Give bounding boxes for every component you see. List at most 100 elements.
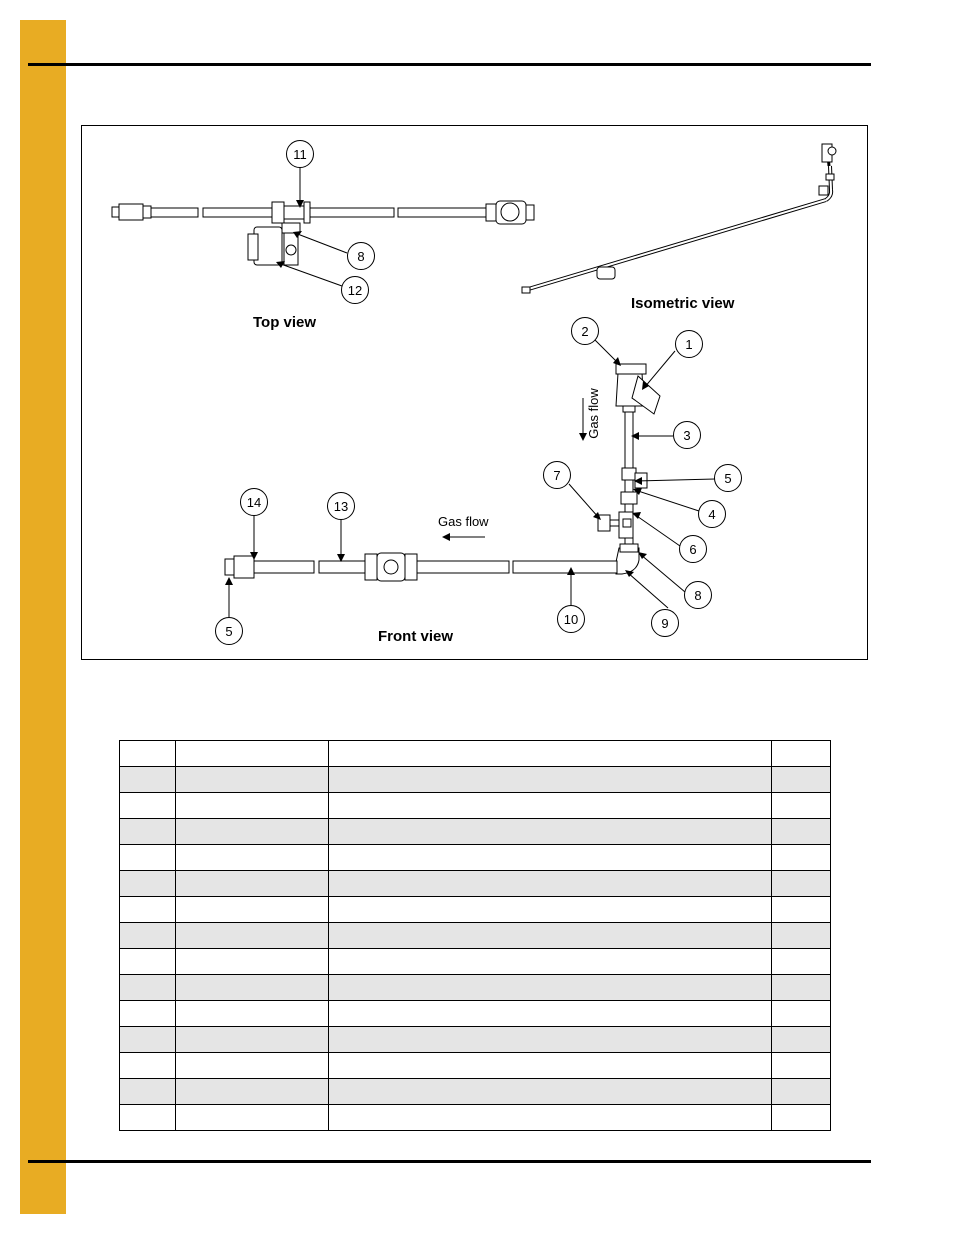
table-cell — [175, 870, 329, 897]
gas-flow-label-horizontal: Gas flow — [438, 514, 489, 529]
table-row — [119, 870, 831, 897]
table-cell — [771, 1000, 831, 1027]
table-cell — [119, 870, 176, 897]
table-cell — [328, 818, 772, 845]
table-cell — [119, 740, 176, 767]
front-view-vertical — [597, 363, 661, 575]
callout-7: 7 — [543, 461, 571, 489]
table-cell — [119, 974, 176, 1001]
gas-flow-label-vertical: Gas flow — [585, 388, 601, 439]
table-cell — [771, 922, 831, 949]
table-cell — [119, 1000, 176, 1027]
table-cell — [771, 740, 831, 767]
side-tab — [20, 20, 66, 1214]
table-cell — [328, 844, 772, 871]
table-cell — [175, 1000, 329, 1027]
table-cell — [175, 896, 329, 923]
table-cell — [119, 818, 176, 845]
table-cell — [119, 896, 176, 923]
table-cell — [175, 1078, 329, 1105]
table-row — [119, 1104, 831, 1131]
top-view-drawing — [111, 200, 535, 266]
table-cell — [328, 1026, 772, 1053]
table-cell — [328, 740, 772, 767]
front-view-horizontal — [224, 552, 618, 582]
table-cell — [119, 766, 176, 793]
assembly-figure: Top view Isometric view Front view Gas f… — [81, 125, 868, 660]
table-cell — [328, 948, 772, 975]
table-cell — [771, 844, 831, 871]
table-row — [119, 766, 831, 793]
table-cell — [771, 818, 831, 845]
table-row — [119, 896, 831, 923]
table-cell — [119, 1052, 176, 1079]
table-cell — [175, 1104, 329, 1131]
table-cell — [328, 922, 772, 949]
table-cell — [119, 792, 176, 819]
table-cell — [175, 1052, 329, 1079]
table-cell — [328, 766, 772, 793]
callout-3: 3 — [673, 421, 701, 449]
table-row — [119, 1000, 831, 1027]
table-cell — [175, 844, 329, 871]
table-cell — [771, 1026, 831, 1053]
table-row — [119, 922, 831, 949]
table-cell — [175, 818, 329, 845]
bottom-rule — [28, 1160, 871, 1163]
isometric-view-drawing — [521, 143, 837, 294]
table-cell — [119, 948, 176, 975]
callout-10: 10 — [557, 605, 585, 633]
table-row — [119, 948, 831, 975]
table-cell — [771, 896, 831, 923]
top-rule — [28, 63, 871, 66]
callout-5-left: 5 — [215, 617, 243, 645]
table-row — [119, 844, 831, 871]
table-cell — [175, 948, 329, 975]
table-row — [119, 1026, 831, 1053]
table-cell — [328, 974, 772, 1001]
table-cell — [328, 1104, 772, 1131]
table-cell — [771, 948, 831, 975]
table-row — [119, 974, 831, 1001]
callout-12: 12 — [341, 276, 369, 304]
table-cell — [119, 844, 176, 871]
table-cell — [328, 792, 772, 819]
table-cell — [175, 766, 329, 793]
top-view-label: Top view — [253, 314, 317, 331]
callout-9: 9 — [651, 609, 679, 637]
pipe-drawing — [111, 143, 837, 617]
table-cell — [175, 792, 329, 819]
isometric-view-label: Isometric view — [631, 295, 735, 312]
table-row — [119, 1078, 831, 1105]
callout-14: 14 — [240, 488, 268, 516]
table-cell — [119, 1104, 176, 1131]
table-cell — [175, 922, 329, 949]
table-cell — [771, 974, 831, 1001]
table-cell — [328, 1078, 772, 1105]
table-cell — [328, 1052, 772, 1079]
callout-8-front: 8 — [684, 581, 712, 609]
table-cell — [328, 870, 772, 897]
table-cell — [328, 896, 772, 923]
table-header-row — [119, 740, 831, 767]
callout-4: 4 — [698, 500, 726, 528]
table-cell — [771, 792, 831, 819]
table-cell — [771, 1104, 831, 1131]
table-row — [119, 1052, 831, 1079]
callout-2: 2 — [571, 317, 599, 345]
callout-8-top: 8 — [347, 242, 375, 270]
table-row — [119, 792, 831, 819]
callout-1: 1 — [675, 330, 703, 358]
parts-table — [119, 740, 831, 1131]
table-cell — [771, 1078, 831, 1105]
table-cell — [119, 922, 176, 949]
table-cell — [771, 766, 831, 793]
front-view-label: Front view — [378, 628, 454, 645]
callout-5-right: 5 — [714, 464, 742, 492]
table-cell — [771, 870, 831, 897]
table-cell — [175, 740, 329, 767]
table-cell — [175, 1026, 329, 1053]
table-cell — [119, 1078, 176, 1105]
table-cell — [328, 1000, 772, 1027]
table-cell — [175, 974, 329, 1001]
